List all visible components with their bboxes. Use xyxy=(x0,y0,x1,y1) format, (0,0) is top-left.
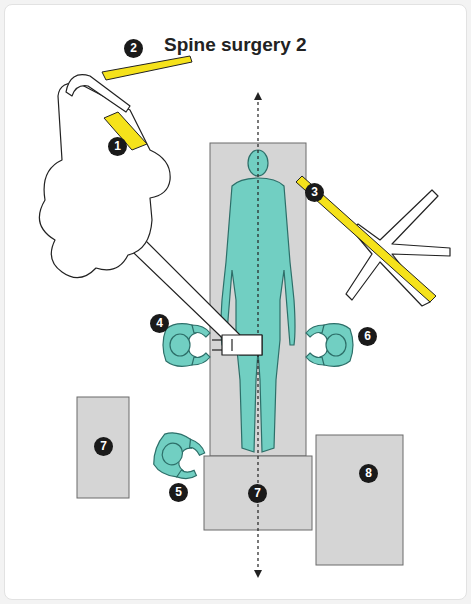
callout-number: 5 xyxy=(169,483,188,502)
diagram-title: Spine surgery 2 xyxy=(164,34,307,56)
callout-number: 1 xyxy=(108,137,127,156)
callout-number: 6 xyxy=(358,327,377,346)
callout-number: 4 xyxy=(150,314,169,333)
callout-number: 7 xyxy=(248,484,267,503)
callout-number: 3 xyxy=(305,183,324,202)
callout-number: 2 xyxy=(124,39,143,58)
callout-number: 7 xyxy=(94,437,113,456)
callout-number: 8 xyxy=(359,464,378,483)
